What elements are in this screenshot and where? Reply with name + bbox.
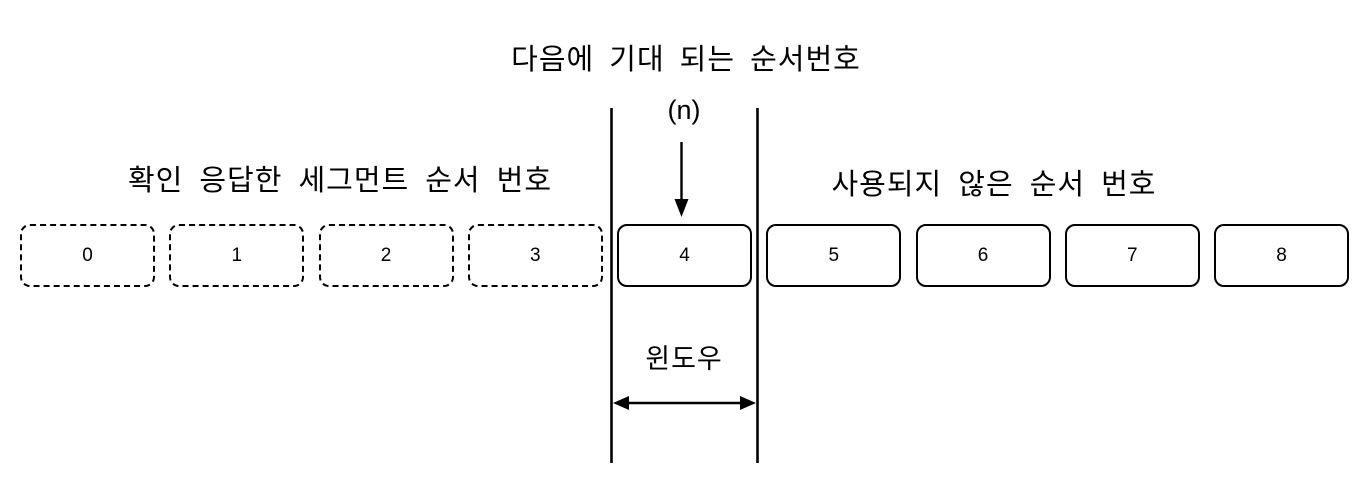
sequence-box-number: 4 (679, 244, 690, 266)
sequence-number-row: 0 1 2 3 4 5 6 7 8 (20, 224, 1349, 287)
sequence-box-4: 4 (617, 224, 752, 287)
sequence-box-0: 0 (20, 224, 155, 287)
next-expected-pointer-label: (n) (667, 95, 701, 125)
sequence-box-number: 3 (529, 244, 541, 266)
diagram-title: 다음에 기대 되는 순서번호 (511, 44, 861, 76)
sequence-box-5: 5 (766, 224, 902, 287)
sequence-box-6: 6 (915, 224, 1051, 287)
sequence-box-3: 3 (467, 224, 603, 287)
sequence-box-number: 5 (828, 244, 840, 266)
sequence-box-number: 7 (1126, 244, 1138, 266)
sequence-box-1: 1 (169, 224, 305, 287)
sequence-box-8: 8 (1214, 224, 1349, 287)
sequence-box-number: 2 (380, 244, 392, 266)
window-span-arrow (613, 396, 756, 410)
window-label: 윈도우 (645, 344, 723, 374)
sequence-box-number: 1 (231, 244, 243, 266)
sequence-box-number: 6 (977, 244, 989, 266)
sequence-box-number: 8 (1276, 244, 1287, 266)
sequence-box-7: 7 (1064, 224, 1200, 287)
sequence-box-number: 0 (82, 244, 93, 266)
unused-sequence-numbers-label: 사용되지 않은 순서 번호 (831, 169, 1157, 201)
sequence-box-2: 2 (318, 224, 454, 287)
acknowledged-segments-label: 확인 응답한 세그먼트 순서 번호 (127, 165, 553, 197)
